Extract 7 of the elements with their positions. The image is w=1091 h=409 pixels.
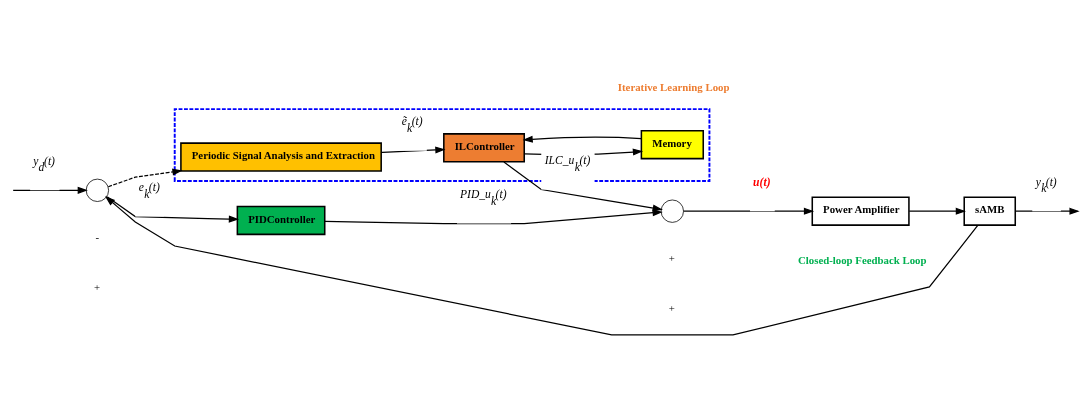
label: + [93,280,101,293]
edge-label: u(t) [753,175,771,189]
label: + [668,301,675,314]
label: - [95,230,100,243]
label: + [668,251,675,264]
label: Closed-loop Feedback Loop [797,253,927,266]
label: Iterative Learning Loop [617,80,730,93]
